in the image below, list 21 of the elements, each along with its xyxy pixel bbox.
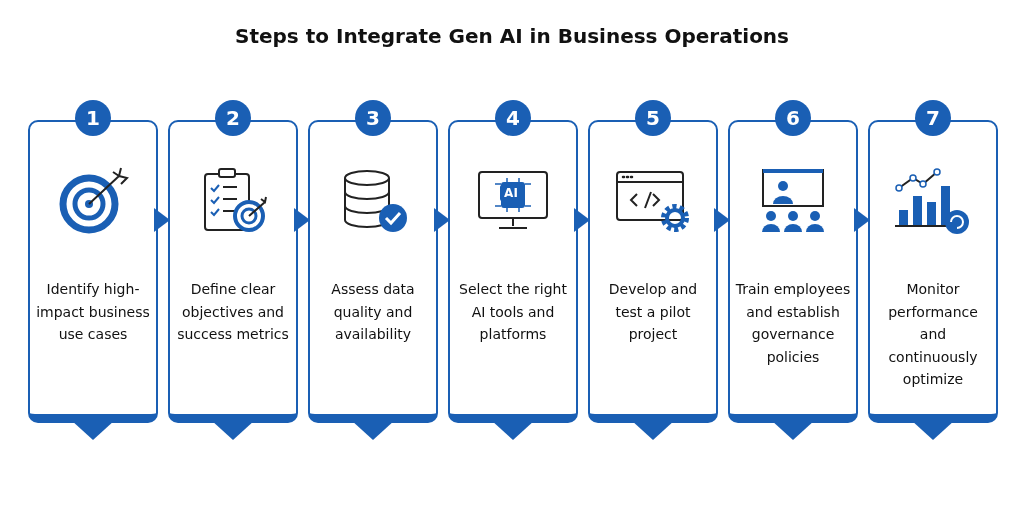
step-number: 3 [355, 100, 391, 136]
step-number: 5 [635, 100, 671, 136]
step-description: Select the right AI tools and platforms [458, 280, 568, 344]
chevron-arrow [854, 208, 870, 232]
step-description: Assess data quality and availability [330, 280, 416, 344]
chevron-arrow [574, 208, 590, 232]
step-description: Develop and test a pilot project [607, 280, 699, 344]
step-number: 2 [215, 100, 251, 136]
chevron-arrow [714, 208, 730, 232]
step-number: 6 [775, 100, 811, 136]
step-number: 4 [495, 100, 531, 136]
step-number: 1 [75, 100, 111, 136]
step-description: Train employees and establish governance policies [734, 280, 852, 367]
chevron-arrow [434, 208, 450, 232]
step-description: Identify high-impact business use cases [35, 280, 151, 344]
step-number: 7 [915, 100, 951, 136]
chevron-arrow [294, 208, 310, 232]
step-description: Define clear objectives and success metrics [176, 280, 290, 344]
step-description: Monitor performance and continuously optimize [887, 280, 979, 389]
chevron-arrow [154, 208, 170, 232]
title: Steps to Integrate Gen AI in Business Operations [234, 24, 790, 48]
